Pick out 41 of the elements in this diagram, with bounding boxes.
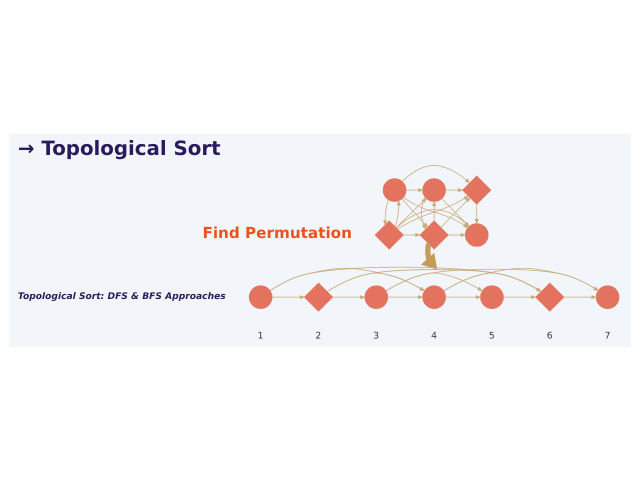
node-circle [596, 284, 620, 308]
arrow [445, 188, 464, 192]
node-label: 3 [373, 330, 380, 341]
arrow [444, 267, 600, 291]
node-circle [382, 178, 406, 202]
arrow [403, 232, 421, 236]
node-circle [422, 178, 446, 202]
arrow [402, 164, 470, 184]
node-label: 5 [488, 330, 495, 341]
node-label: 2 [315, 330, 322, 341]
arrow [432, 200, 436, 221]
arrow [564, 294, 598, 299]
arrow [272, 294, 306, 299]
arrow [332, 294, 366, 299]
arrow [396, 197, 428, 228]
label: Topological Sort: DFS & BFS Approaches [18, 291, 226, 302]
arrow [386, 268, 600, 291]
diagram-title: → Topological Sort [18, 136, 221, 160]
arrow [383, 198, 389, 226]
arrow [420, 242, 438, 270]
node-label: 7 [604, 330, 610, 341]
node-circle [364, 284, 388, 308]
arrow [421, 196, 426, 230]
node-diamond [304, 282, 334, 312]
node-label: 6 [546, 330, 553, 341]
arrow [326, 268, 542, 292]
node-circle [248, 284, 272, 308]
arrow [474, 203, 479, 224]
node-label: 1 [258, 330, 264, 341]
node-circle [464, 222, 489, 246]
arrow [270, 266, 542, 292]
arrow [394, 199, 401, 226]
node-circle [480, 284, 504, 308]
arrow [387, 294, 424, 299]
arrow [448, 232, 466, 236]
arrow [445, 294, 482, 299]
arrow [406, 188, 424, 192]
node-circle [422, 284, 446, 308]
label: Find Permutation [202, 224, 352, 242]
node-label: 4 [431, 330, 437, 341]
arrow [503, 294, 537, 299]
